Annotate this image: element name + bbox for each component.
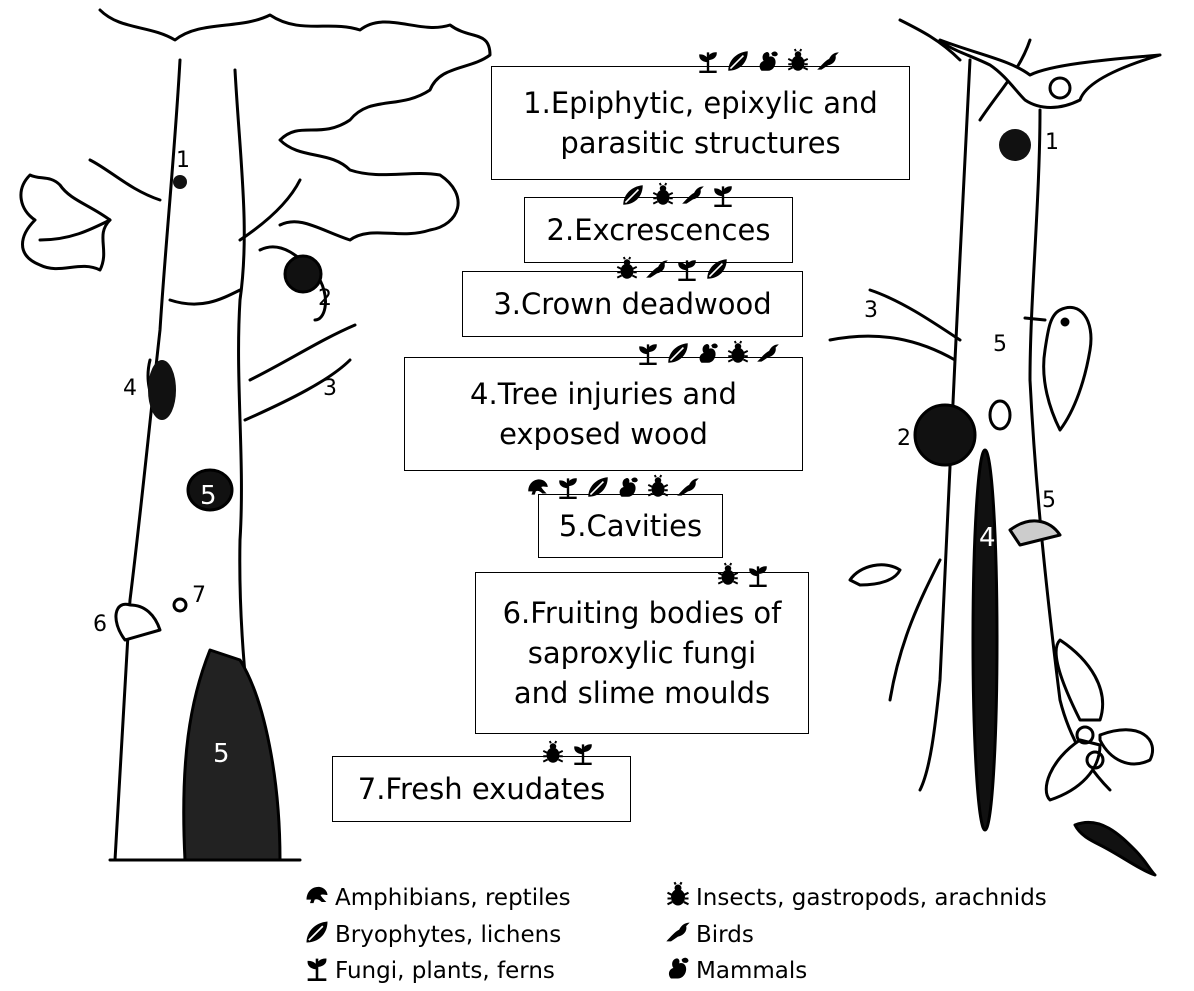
insect-icon [540, 740, 566, 770]
icon-row-2 [620, 184, 736, 210]
icon-row-1 [695, 50, 841, 76]
category-box-4: 4.Tree injuries andexposed wood [404, 357, 803, 471]
left-marker-7: 7 [192, 585, 206, 607]
left-tree-canopy [100, 10, 490, 240]
legend-label: Fungi, plants, ferns [335, 958, 555, 984]
legend-label: Amphibians, reptiles [335, 885, 571, 911]
right-marker-5: 5 [993, 334, 1007, 356]
category-label: 5.Cavities [559, 506, 702, 546]
owl [940, 40, 1160, 108]
bird-icon [644, 256, 670, 286]
bryophyte-icon [725, 48, 751, 78]
category-label: 4.Tree injuries and [470, 374, 737, 414]
legend-bryophyte: Bryophytes, lichens [303, 920, 561, 950]
icon-row-5 [525, 476, 701, 502]
right-marker-1: 1 [1045, 132, 1059, 154]
right-marker-3: 3 [864, 300, 878, 322]
legend-mammal: Mammals [664, 956, 807, 986]
fungi-icon [555, 474, 581, 504]
category-label: 7.Fresh exudates [358, 769, 605, 809]
legend-label: Bryophytes, lichens [335, 922, 561, 948]
category-label: and slime moulds [503, 673, 782, 713]
fungi-icon [710, 182, 736, 212]
bryophyte-icon [620, 182, 646, 212]
fungi-icon [303, 954, 331, 988]
trillium-flower [1046, 640, 1152, 800]
icon-row-4 [635, 342, 781, 368]
icon-row-7 [540, 742, 596, 768]
bryophyte-icon [585, 474, 611, 504]
mammal-icon [615, 474, 641, 504]
legend-label: Mammals [696, 958, 807, 984]
bird-icon [680, 182, 706, 212]
right-marker-5b: 5 [1042, 490, 1056, 512]
insect-icon [725, 340, 751, 370]
legend-label: Insects, gastropods, arachnids [696, 885, 1047, 911]
fungi-icon [570, 740, 596, 770]
fungi-icon [635, 340, 661, 370]
left-marker-5b: 5 [213, 743, 230, 765]
legend-amphibian: Amphibians, reptiles [303, 883, 571, 913]
category-label: 3.Crown deadwood [493, 284, 771, 324]
amphibian-icon [525, 474, 551, 504]
mammal-icon [695, 340, 721, 370]
left-tree-canopy-left [21, 175, 110, 270]
left-marker-3: 3 [323, 378, 337, 400]
right-marker-2: 2 [897, 428, 911, 450]
legend-insect: Insects, gastropods, arachnids [664, 883, 1047, 913]
category-label: parasitic structures [523, 123, 878, 163]
legend-fungi: Fungi, plants, ferns [303, 956, 555, 986]
insect-icon [785, 48, 811, 78]
left-tree-big-cavity [184, 650, 280, 860]
category-label: exposed wood [470, 414, 737, 454]
insect-icon [614, 256, 640, 286]
bryophyte-icon [665, 340, 691, 370]
mammal-icon [664, 954, 692, 988]
category-box-6: 6.Fruiting bodies ofsaproxylic fungiand … [475, 572, 809, 734]
left-marker-2: 2 [318, 288, 332, 310]
icon-row-3 [614, 258, 730, 284]
salamander [1075, 822, 1155, 875]
bird-icon [815, 48, 841, 78]
bryophyte-icon [303, 918, 331, 952]
legend-bird: Birds [664, 920, 754, 950]
bird-icon [755, 340, 781, 370]
beetle [850, 565, 900, 585]
insect-icon [715, 562, 741, 592]
left-marker-4: 4 [123, 378, 137, 400]
category-label: 1.Epiphytic, epixylic and [523, 83, 878, 123]
amphibian-icon [303, 881, 331, 915]
insect-icon [664, 881, 692, 915]
mammal-icon [755, 48, 781, 78]
left-tree-trunk [115, 60, 180, 860]
left-marker-6: 6 [93, 614, 107, 636]
bryophyte-icon [704, 256, 730, 286]
bird-icon [675, 474, 701, 504]
category-box-1: 1.Epiphytic, epixylic andparasitic struc… [491, 66, 910, 180]
left-marker-1: 1 [176, 150, 190, 172]
fungi-icon [674, 256, 700, 286]
bird-icon [664, 918, 692, 952]
icon-row-6 [715, 564, 771, 590]
legend-label: Birds [696, 922, 754, 948]
insect-icon [650, 182, 676, 212]
fungi-icon [695, 48, 721, 78]
category-label: 2.Excrescences [547, 210, 771, 250]
category-label: 6.Fruiting bodies of [503, 593, 782, 633]
category-label: saproxylic fungi [503, 633, 782, 673]
insect-icon [645, 474, 671, 504]
right-marker-4: 4 [979, 527, 996, 549]
fungi-icon [745, 562, 771, 592]
left-marker-5: 5 [200, 485, 217, 507]
